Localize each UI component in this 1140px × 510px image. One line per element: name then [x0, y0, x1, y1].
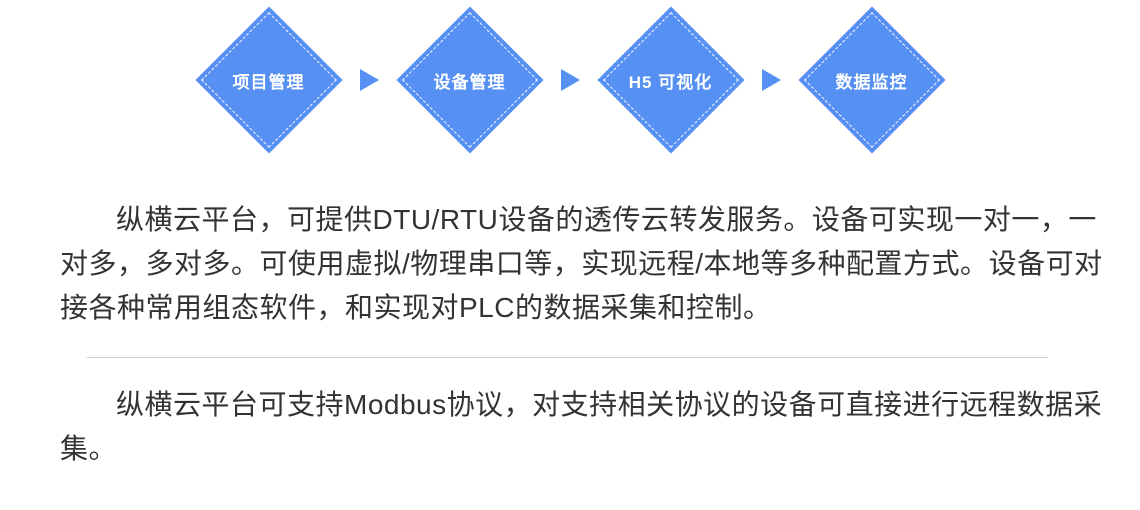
- flow-step-label: 数据监控: [835, 72, 908, 92]
- flow-step-data-monitoring: 数据监控: [797, 6, 946, 154]
- flow-step-device-management: 设备管理: [395, 6, 544, 154]
- flow-step-project-management: 项目管理: [194, 6, 343, 154]
- arrow-right-icon: [359, 69, 379, 91]
- flow-step-h5-visualization: H5 可视化: [596, 6, 745, 154]
- arrow-right-icon: [761, 69, 781, 91]
- flow-step-label: 设备管理: [433, 72, 506, 92]
- description-section: 纵横云平台，可提供DTU/RTU设备的透传云转发服务。设备可实现一对一，一 对多…: [60, 198, 1103, 471]
- paragraph-line: 对多，多对多。可使用虚拟/物理串口等，实现远程/本地等多种配置方式。设备可对: [60, 248, 1103, 279]
- flow-step-label: H5 可视化: [628, 72, 713, 92]
- paragraph-line: 纵横云平台可支持Modbus协议，对支持相关协议的设备可直接进行远程数据采: [116, 389, 1103, 420]
- paragraph-line: 纵横云平台，可提供DTU/RTU设备的透传云转发服务。设备可实现一对一，一: [116, 204, 1097, 235]
- arrow-right-icon: [560, 69, 580, 91]
- flow-diagram: 项目管理 设备管理 H5 可视化 数据监控: [0, 5, 1140, 155]
- paragraph-modbus-support: 纵横云平台可支持Modbus协议，对支持相关协议的设备可直接进行远程数据采 集。: [60, 383, 1103, 471]
- paragraph-line: 集。: [60, 433, 118, 464]
- paragraph-platform-intro: 纵横云平台，可提供DTU/RTU设备的透传云转发服务。设备可实现一对一，一 对多…: [60, 198, 1103, 330]
- section-divider: [87, 357, 1048, 358]
- paragraph-line: 接各种常用组态软件，和实现对PLC的数据采集和控制。: [60, 292, 772, 323]
- flow-step-label: 项目管理: [232, 72, 305, 92]
